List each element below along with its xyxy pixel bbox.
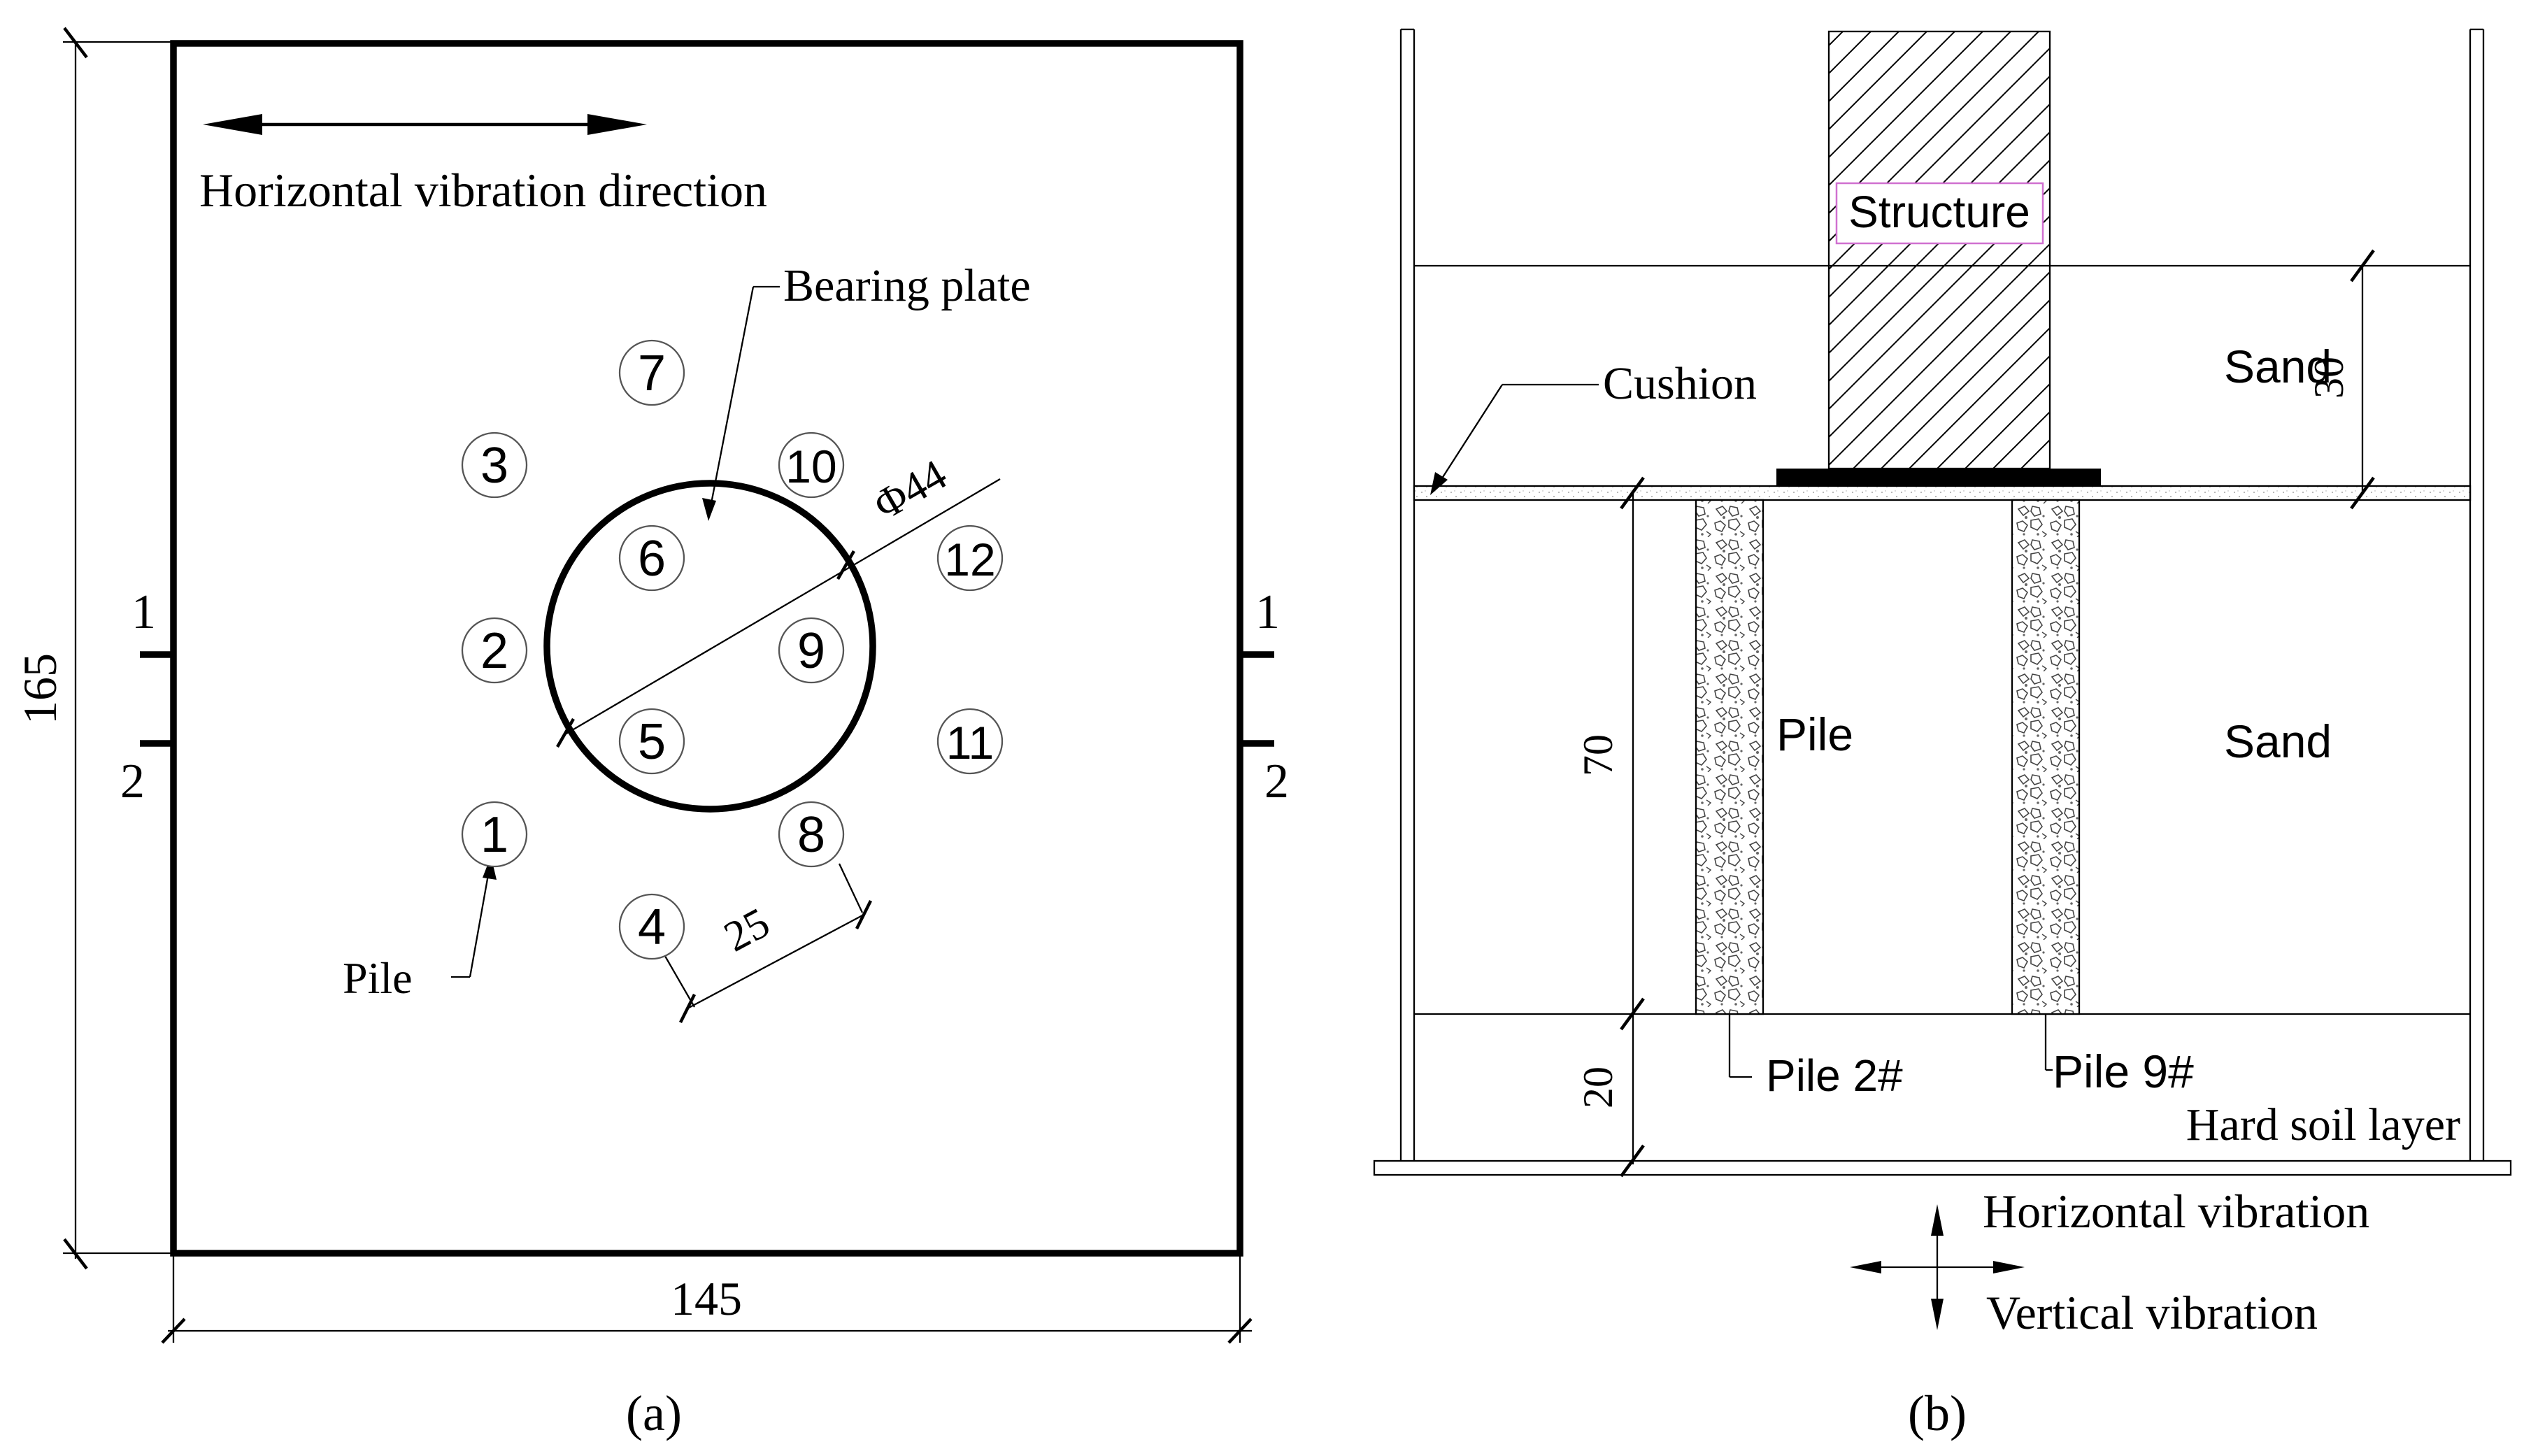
- soil-box-outline: [170, 40, 1243, 1257]
- pile-marker-6: 6: [618, 524, 685, 592]
- panel-b-section-view: Structure Sand Sand Pile Cushion Pile 2#: [1373, 28, 2512, 1441]
- diameter-label: Φ44: [866, 451, 955, 530]
- pile-marker-12: 12: [936, 524, 1004, 592]
- tank-base-plate: [1373, 1159, 2512, 1176]
- pile-label-b: Pile: [1776, 708, 1853, 760]
- height-dimension: [63, 27, 173, 1270]
- section-left-bottom: 2: [120, 755, 145, 808]
- pile-marker-circle: [936, 708, 1004, 775]
- pile-marker-number: 12: [944, 534, 995, 585]
- pile-marker-number: 1: [480, 807, 508, 863]
- pile-marker-9: 9: [778, 617, 845, 684]
- vibration-direction-arrows: [1850, 1204, 2025, 1330]
- pile-2: [1695, 499, 1764, 1015]
- pile-marker-11: 11: [936, 708, 1004, 775]
- pile-marker-circle: [618, 524, 685, 592]
- panel-a-plan-view: Horizontal vibration direction Bearing p…: [13, 27, 1289, 1441]
- structure-label: Structure: [1848, 187, 2030, 237]
- pile-marker-8: 8: [778, 801, 845, 868]
- width-dimension: [161, 1253, 1253, 1344]
- bearing-plate-label: Bearing plate: [783, 260, 1031, 311]
- height-label: 165: [13, 653, 66, 725]
- sand-thickness-dimension: [2350, 249, 2375, 510]
- pile-2-leader: [1728, 1014, 1752, 1078]
- pile-marker-circle: [778, 431, 845, 499]
- pile-marker-number: 8: [797, 807, 825, 863]
- hard-soil-thickness-label: 20: [1575, 1066, 1621, 1108]
- sand-bottom-label: Sand: [2224, 715, 2332, 767]
- cushion-leader: [1430, 383, 1599, 495]
- pile-marker-circle: [778, 801, 845, 868]
- footing-plate: [1776, 469, 2101, 485]
- caption-a: (a): [626, 1385, 682, 1441]
- pile-9-label: Pile 9#: [2053, 1045, 2194, 1097]
- pile-marker-number: 3: [480, 438, 508, 494]
- pile-9: [2011, 499, 2081, 1015]
- section-right-bottom: 2: [1264, 755, 1289, 808]
- pile-marker-number: 11: [946, 717, 994, 769]
- pile-length-dimension: [1620, 476, 1645, 1178]
- pile-marker-number: 2: [480, 623, 508, 679]
- pile-label-a: Pile: [343, 953, 413, 1003]
- pile-spacing-dimension: [662, 863, 873, 1024]
- structure-block: [1827, 30, 2051, 470]
- pile-marker-circle: [461, 617, 528, 684]
- pile-marker-number: 4: [638, 899, 666, 955]
- pile-marker-3: 3: [461, 431, 528, 499]
- pile-marker-1: 1: [461, 801, 528, 868]
- width-label: 145: [671, 1272, 742, 1325]
- tank-walls: [1399, 28, 2485, 1161]
- bearing-plate-leader: [702, 285, 780, 521]
- pile-marker-5: 5: [618, 708, 685, 775]
- sand-thickness-label: 30: [2306, 357, 2352, 399]
- section-right-top: 1: [1255, 585, 1280, 639]
- pile-marker-number: 10: [785, 441, 836, 492]
- hard-soil-label: Hard soil layer: [2186, 1099, 2460, 1150]
- pile-leader: [451, 856, 497, 978]
- pile-marker-circle: [618, 708, 685, 775]
- diameter-dimension: [556, 478, 1001, 748]
- pile-length-label: 70: [1575, 734, 1621, 776]
- vertical-vibration-label: Vertical vibration: [1986, 1286, 2318, 1339]
- vibration-direction-label: Horizontal vibration direction: [199, 164, 767, 217]
- pile-marker-7: 7: [618, 339, 685, 406]
- pile-marker-number: 9: [797, 623, 825, 679]
- bearing-plate-circle: [543, 480, 876, 813]
- caption-b: (b): [1908, 1385, 1967, 1441]
- pile-marker-10: 10: [778, 431, 845, 499]
- structure-label-box: [1835, 182, 2044, 245]
- section-markers: [140, 651, 1274, 747]
- pile-marker-circle: [936, 524, 1004, 592]
- pile-2-label: Pile 2#: [1766, 1050, 1903, 1101]
- pile-9-leader: [2044, 1014, 2053, 1071]
- cushion-layer: [1413, 485, 2472, 501]
- pile-marker-circle: [618, 893, 685, 960]
- section-left-top: 1: [131, 585, 156, 639]
- pile-marker-number: 5: [638, 714, 666, 770]
- pile-marker-circle: [461, 801, 528, 868]
- pile-marker-2: 2: [461, 617, 528, 684]
- pile-marker-circle: [461, 431, 528, 499]
- pile-marker-number: 6: [638, 531, 666, 587]
- pile-marker-circle: [778, 617, 845, 684]
- pile-marker-4: 4: [618, 893, 685, 960]
- cushion-label: Cushion: [1603, 358, 1757, 409]
- pile-marker-number: 7: [638, 345, 666, 401]
- sand-top-label: Sand: [2224, 341, 2332, 392]
- pile-marker-circle: [618, 339, 685, 406]
- horizontal-vibration-label: Horizontal vibration: [1983, 1185, 2369, 1238]
- pile-spacing-label: 25: [717, 899, 778, 961]
- horizontal-vibration-arrow: [203, 114, 647, 135]
